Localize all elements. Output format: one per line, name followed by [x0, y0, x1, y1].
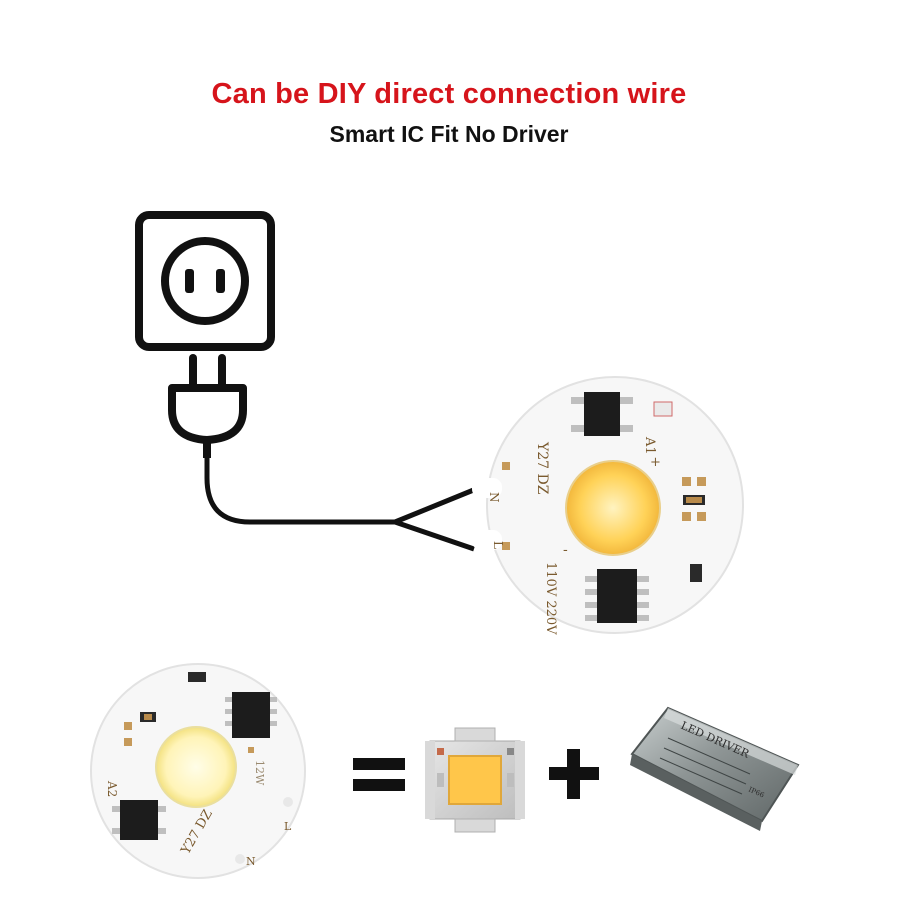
top-board-a1-label: A1	[642, 436, 657, 455]
headline-title: Can be DIY direct connection wire	[211, 78, 687, 110]
bottom-board-w-label: 12W	[253, 760, 266, 786]
bottom-board-l-label: L	[284, 820, 292, 833]
power-outlet-icon	[135, 211, 275, 351]
cob-led-chip	[425, 727, 525, 833]
bottom-board-n-label: N	[246, 855, 256, 868]
cob-emitter	[448, 755, 502, 805]
top-led-emitter	[565, 460, 661, 556]
bottom-led-board: Y27 DZ A2 12W N L	[90, 663, 306, 879]
top-board-voltage-label: 110V 220V	[543, 562, 558, 635]
power-cable	[204, 456, 477, 552]
power-plug-icon	[168, 354, 247, 458]
led-driver-unit: LED DRIVER IP66	[630, 706, 800, 831]
bottom-led-emitter	[155, 726, 237, 808]
top-board-minus-label: -	[563, 542, 568, 558]
headline-subtitle: Smart IC Fit No Driver	[329, 121, 569, 147]
plus-sign	[549, 749, 599, 799]
equals-sign	[353, 758, 405, 791]
bottom-board-a2-label: A2	[105, 780, 119, 797]
top-board-plus-label: +	[650, 455, 661, 470]
top-board-l-label: L	[491, 541, 505, 549]
top-led-board: Y27 DZ 110V 220V N L A1 + -	[472, 376, 744, 635]
top-board-model-label: Y27 DZ	[534, 441, 550, 495]
top-board-n-label: N	[487, 492, 501, 503]
